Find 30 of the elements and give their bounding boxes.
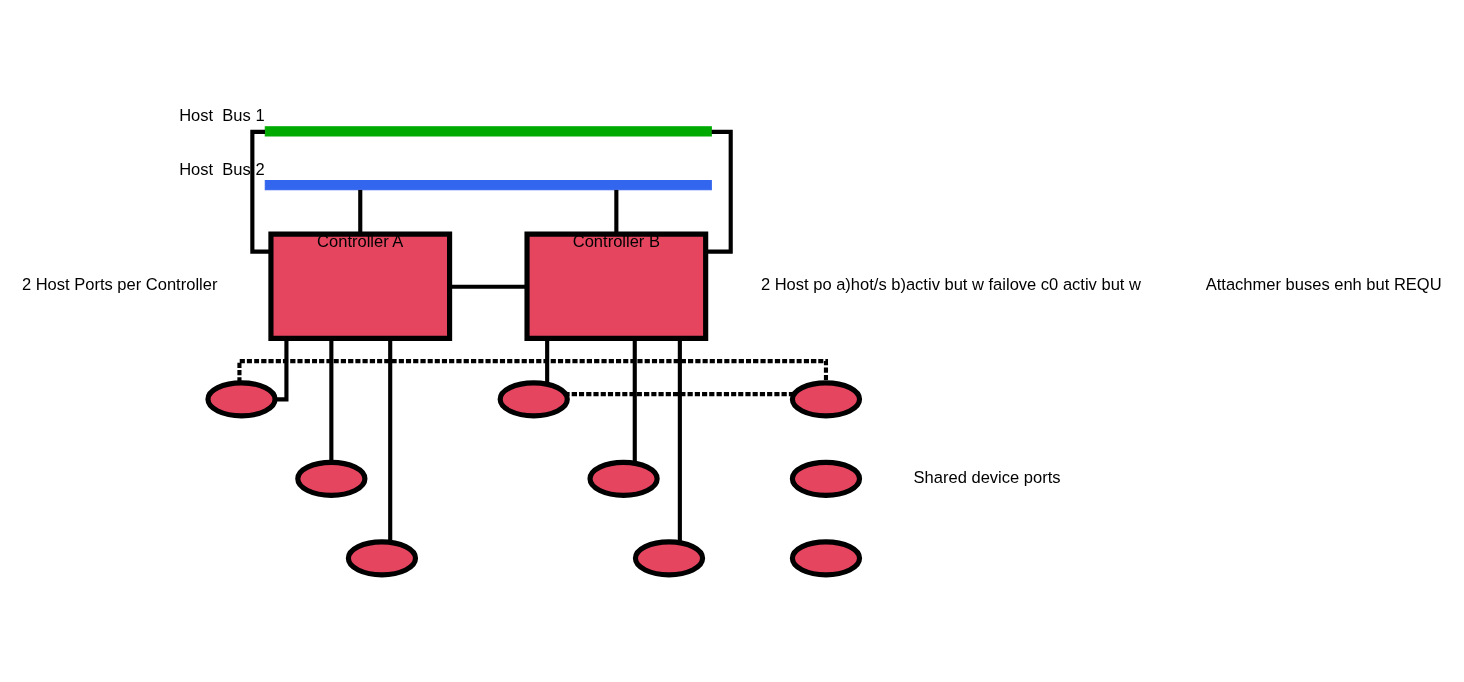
connector xyxy=(632,338,637,463)
connector xyxy=(677,338,682,543)
node-disk xyxy=(789,379,863,418)
connector xyxy=(250,129,271,254)
node-disk xyxy=(345,538,419,577)
label: Shared device ports xyxy=(913,467,1061,487)
node-label: Host Bus 2 xyxy=(179,159,265,179)
node-box: Controller A xyxy=(268,231,453,341)
label: Attachmer buses enh but REQU xyxy=(1205,274,1442,294)
node-disk xyxy=(789,459,863,498)
node-disk xyxy=(497,379,570,418)
connector xyxy=(329,338,334,462)
node-label: Host Bus 1 xyxy=(179,105,265,125)
connector xyxy=(614,189,619,234)
connector xyxy=(565,391,794,396)
connector xyxy=(545,338,550,384)
connector xyxy=(275,338,289,401)
node-disk xyxy=(205,379,278,418)
connector xyxy=(358,189,363,234)
node-disk xyxy=(789,538,863,577)
node-disk xyxy=(632,538,706,577)
label: 2 Host Ports per Controller xyxy=(21,274,218,294)
connector xyxy=(705,129,733,254)
label: 2 Host po a)hot/s b)activ but w failove c0 activ but w xyxy=(760,274,1141,294)
node-disk xyxy=(587,459,660,498)
node-disk xyxy=(295,459,368,498)
connector xyxy=(449,284,527,289)
connector xyxy=(388,338,393,542)
node-bar xyxy=(264,125,712,137)
node-bar xyxy=(264,179,712,190)
